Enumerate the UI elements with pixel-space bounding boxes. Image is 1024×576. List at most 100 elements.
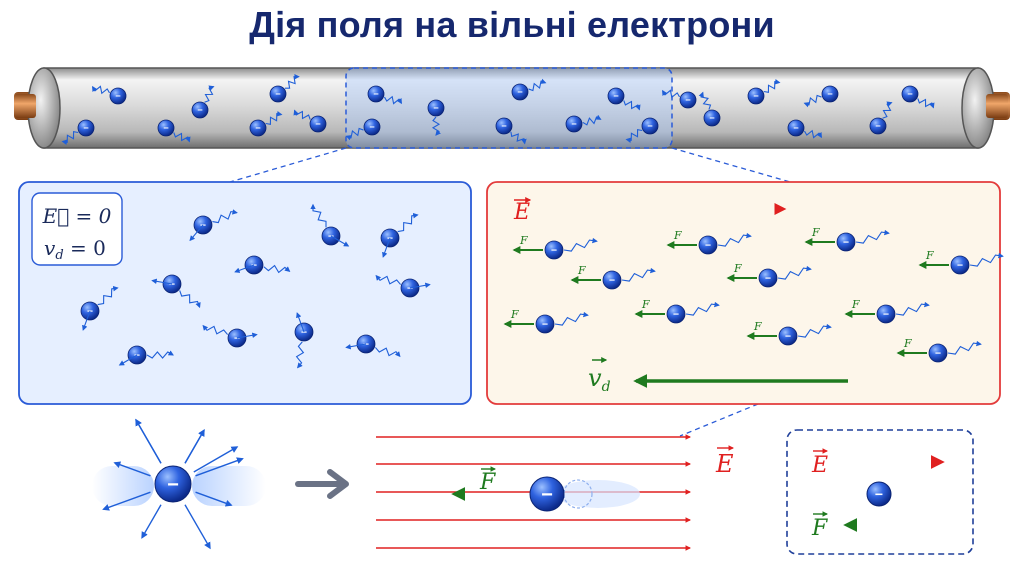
field-label-bottom: E [715, 450, 734, 478]
free-electron-scatter: − [92, 418, 266, 550]
random-velocity-arrow [151, 278, 173, 285]
force-arrow-label: F [519, 234, 528, 247]
drifting-path [554, 311, 589, 326]
connector-line-bottom [679, 403, 759, 437]
drifting-electron: − [544, 240, 564, 260]
wire-electron: − [109, 87, 127, 105]
wire-electron: − [703, 109, 721, 127]
force-arrow-label: F [903, 337, 912, 350]
drifting-electron: − [876, 304, 896, 324]
blur-right [192, 466, 266, 506]
random-velocity-arrow [382, 237, 391, 258]
wire-thermal-path [882, 101, 893, 119]
random-velocity-arrow [234, 264, 255, 273]
wire-highlight-region [345, 67, 673, 149]
wire-copper-left-end [14, 94, 36, 118]
svg-text:−: − [163, 123, 168, 133]
svg-text:−: − [765, 273, 771, 284]
drifting-electron: − [928, 343, 948, 363]
svg-text:−: − [785, 331, 791, 342]
wire-thermal-path [265, 111, 283, 125]
svg-text:−: − [301, 327, 307, 338]
svg-text:−: − [169, 279, 175, 290]
right-panel-electrons: −F−F−F−F−F−F−F−F−F−F−F [503, 226, 1004, 363]
drifting-path [895, 301, 930, 316]
svg-text:−: − [551, 245, 557, 256]
drifting-path [621, 267, 656, 282]
wire-electron: − [249, 119, 267, 137]
svg-text:−: − [609, 275, 615, 286]
field-electron: − [529, 476, 565, 512]
wire-thermal-path [204, 85, 215, 103]
scatter-arrows [102, 418, 244, 550]
wire-thermal-path [698, 91, 712, 110]
random-velocity-arrow [118, 354, 138, 366]
wire-thermal-path [803, 94, 822, 108]
wire-thermal-path [623, 100, 641, 111]
svg-text:−: − [275, 89, 280, 99]
svg-text:−: − [875, 121, 880, 131]
svg-text:−: − [251, 260, 257, 271]
svg-text:−: − [501, 121, 506, 131]
svg-text:−: − [200, 220, 206, 231]
drifting-path [717, 232, 752, 247]
wire-electron: − [869, 117, 887, 135]
drifting-electron: − [758, 268, 778, 288]
svg-text:−: − [517, 87, 522, 97]
random-path [202, 324, 229, 335]
wire-electrons: −−−−−−−−−−−−−−−−−−−−−− [61, 73, 935, 145]
scatter-electron: − [154, 465, 192, 503]
random-path [374, 347, 401, 358]
electron-in-field: F − E [376, 434, 735, 551]
wire-thermal-path [917, 98, 935, 109]
svg-text:−: − [373, 89, 378, 99]
random-velocity-arrow [330, 235, 350, 247]
scatter-arrow [193, 446, 239, 473]
wire: −−−−−−−−−−−−−−−−−−−−−− [14, 67, 1010, 149]
force-arrow-label: F [753, 320, 762, 333]
svg-text:−: − [935, 348, 941, 359]
svg-text:−: − [875, 486, 883, 502]
svg-text:−: − [685, 95, 690, 105]
random-velocity-arrow [345, 343, 367, 350]
force-arrow-label: F [641, 298, 650, 311]
random-path [212, 209, 238, 224]
legend-electron: − [866, 481, 892, 507]
scatter-arrow [113, 461, 151, 477]
wire-copper-right-end [986, 94, 1008, 118]
left-panel-electrons: −−−−−−−−−−− [80, 203, 431, 369]
drifting-path [777, 265, 812, 280]
force-arrow-label: F [811, 226, 820, 239]
drifting-path [685, 301, 720, 316]
scatter-arrow [184, 504, 211, 550]
scatter-arrow [195, 491, 233, 507]
force-arrow-label: F [925, 249, 934, 262]
panel-with-field: E −F−F−F−F−F−F−F−F−F−F−F vd [486, 181, 1004, 405]
force-arrow-label: F [733, 262, 742, 275]
wire-thermal-path [383, 95, 402, 105]
wire-thermal-path [431, 116, 441, 136]
diagram-title: Дія поля на вільні електрони [249, 4, 775, 45]
wire-thermal-path [173, 132, 191, 143]
svg-text:−: − [827, 89, 832, 99]
motion-trail [556, 480, 640, 508]
drift-velocity-label: vd [588, 364, 611, 395]
svg-text:−: − [363, 339, 369, 350]
svg-text:−: − [255, 123, 260, 133]
wire-electron: − [821, 85, 839, 103]
random-velocity-arrow [189, 224, 204, 242]
wire-electron: − [679, 91, 697, 109]
wire-electron: − [157, 119, 175, 137]
scatter-arrow [184, 429, 205, 464]
scatter-arrow [195, 457, 244, 477]
svg-text:−: − [234, 333, 240, 344]
drifting-electron: − [950, 255, 970, 275]
panel-no-field: E⃗ = 0 vd = 0 −−−−−−−−−−− [18, 181, 472, 405]
wire-electron: − [363, 118, 381, 136]
svg-text:−: − [115, 91, 120, 101]
svg-text:−: − [167, 474, 179, 496]
random-velocity-arrow [409, 282, 431, 289]
svg-text:−: − [315, 119, 320, 129]
legend-force-label: F [811, 516, 828, 541]
